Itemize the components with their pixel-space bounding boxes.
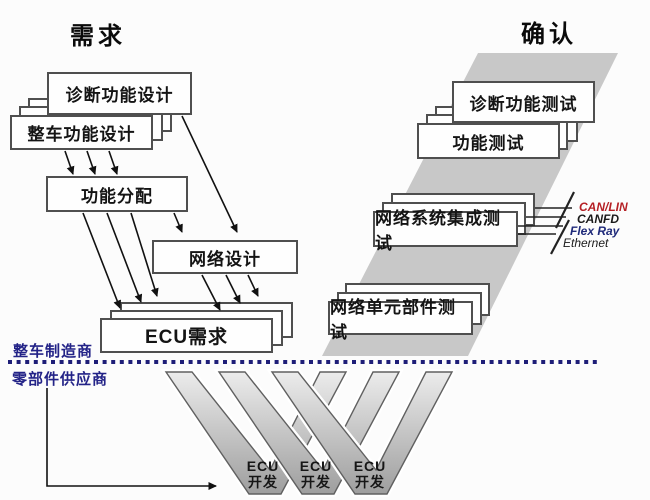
label-canfd: CANFD (577, 212, 619, 226)
box-vehicle-function-design: 整车功能设计 (10, 115, 153, 150)
box-network-integration-test: 网络系统集成测试 (373, 209, 518, 253)
label-ecu-dev-2: ECU 开发 (293, 458, 339, 490)
ecu-dev-2-line1: ECU (299, 458, 333, 474)
box-function-test: 功能测试 (417, 123, 560, 159)
ecu-dev-3-line2: 开发 (355, 474, 385, 490)
ecu-dev-1-line2: 开发 (248, 474, 278, 490)
label-ethernet: Ethernet (563, 236, 609, 250)
label-flex-ray: Flex Ray (570, 224, 620, 238)
box-diagnostic-function-design: 诊断功能设计 (47, 72, 192, 115)
title-requirements: 需求 (70, 23, 126, 50)
label-can-lin: CAN/LIN (579, 200, 628, 214)
v-shape-3 (270, 371, 454, 495)
box-diagnostic-function-test: 诊断功能测试 (452, 81, 595, 123)
ecu-dev-2-line2: 开发 (301, 474, 331, 490)
ecu-dev-3-line1: ECU (353, 458, 387, 474)
box-network-unit-test: 网络单元部件测试 (328, 298, 473, 342)
box-function-allocation: 功能分配 (46, 176, 188, 212)
title-verification: 确认 (521, 21, 577, 48)
label-supplier: 零部件供应商 (12, 371, 109, 388)
box-ecu-requirements: ECU需求 (100, 318, 273, 353)
box-network-design: 网络设计 (152, 240, 298, 274)
label-ecu-dev-3: ECU 开发 (347, 458, 393, 490)
v-shape-2 (217, 371, 401, 495)
label-oem: 整车制造商 (13, 343, 94, 360)
ecu-dev-1-line1: ECU (246, 458, 280, 474)
label-ecu-dev-1: ECU 开发 (240, 458, 286, 490)
